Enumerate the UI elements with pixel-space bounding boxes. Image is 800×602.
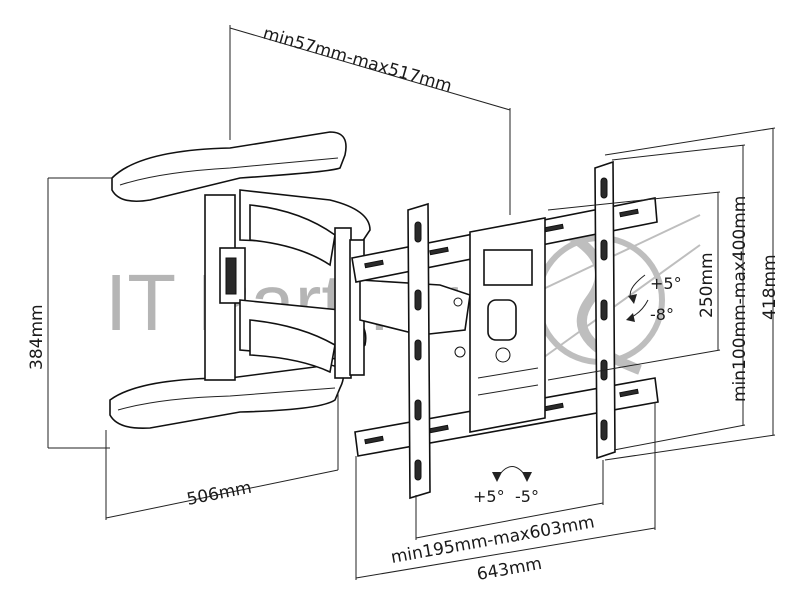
- wall-plate-width-label: 506mm: [185, 478, 253, 510]
- overall-width-label: 643mm: [475, 554, 543, 585]
- swivel-right-label: +5°: [473, 487, 505, 506]
- overall-height-label: 418mm: [760, 254, 780, 320]
- tilt-down-label: -8°: [650, 305, 674, 324]
- swivel-left-label: -5°: [515, 487, 539, 506]
- vesa-height-fixed-label: 250mm: [697, 252, 717, 318]
- depth-label: min57mm-max517mm: [261, 24, 454, 97]
- tilt-indicator: +5° -8°: [626, 274, 682, 324]
- tilt-arrow-icon: [628, 294, 637, 304]
- tilt-arrow-down-icon: [626, 313, 635, 322]
- vesa-height-range-label: min100mm-max400mm: [730, 196, 750, 402]
- wall-plate: [109, 131, 471, 430]
- tv-bracket: [351, 160, 659, 500]
- right-arm-slots: [600, 177, 608, 441]
- swivel-arrow-left-icon: [492, 472, 502, 482]
- vesa-width-range-label: min195mm-max603mm: [389, 512, 596, 568]
- swivel-indicator: +5° -5°: [473, 466, 539, 506]
- dimension-lines: [47, 25, 776, 580]
- left-arm-slots: [414, 221, 422, 481]
- wall-plate-height-label: 384mm: [27, 304, 47, 370]
- tilt-up-label: +5°: [650, 274, 682, 293]
- rail-slots: [364, 208, 639, 445]
- swivel-arrow-right-icon: [522, 472, 532, 482]
